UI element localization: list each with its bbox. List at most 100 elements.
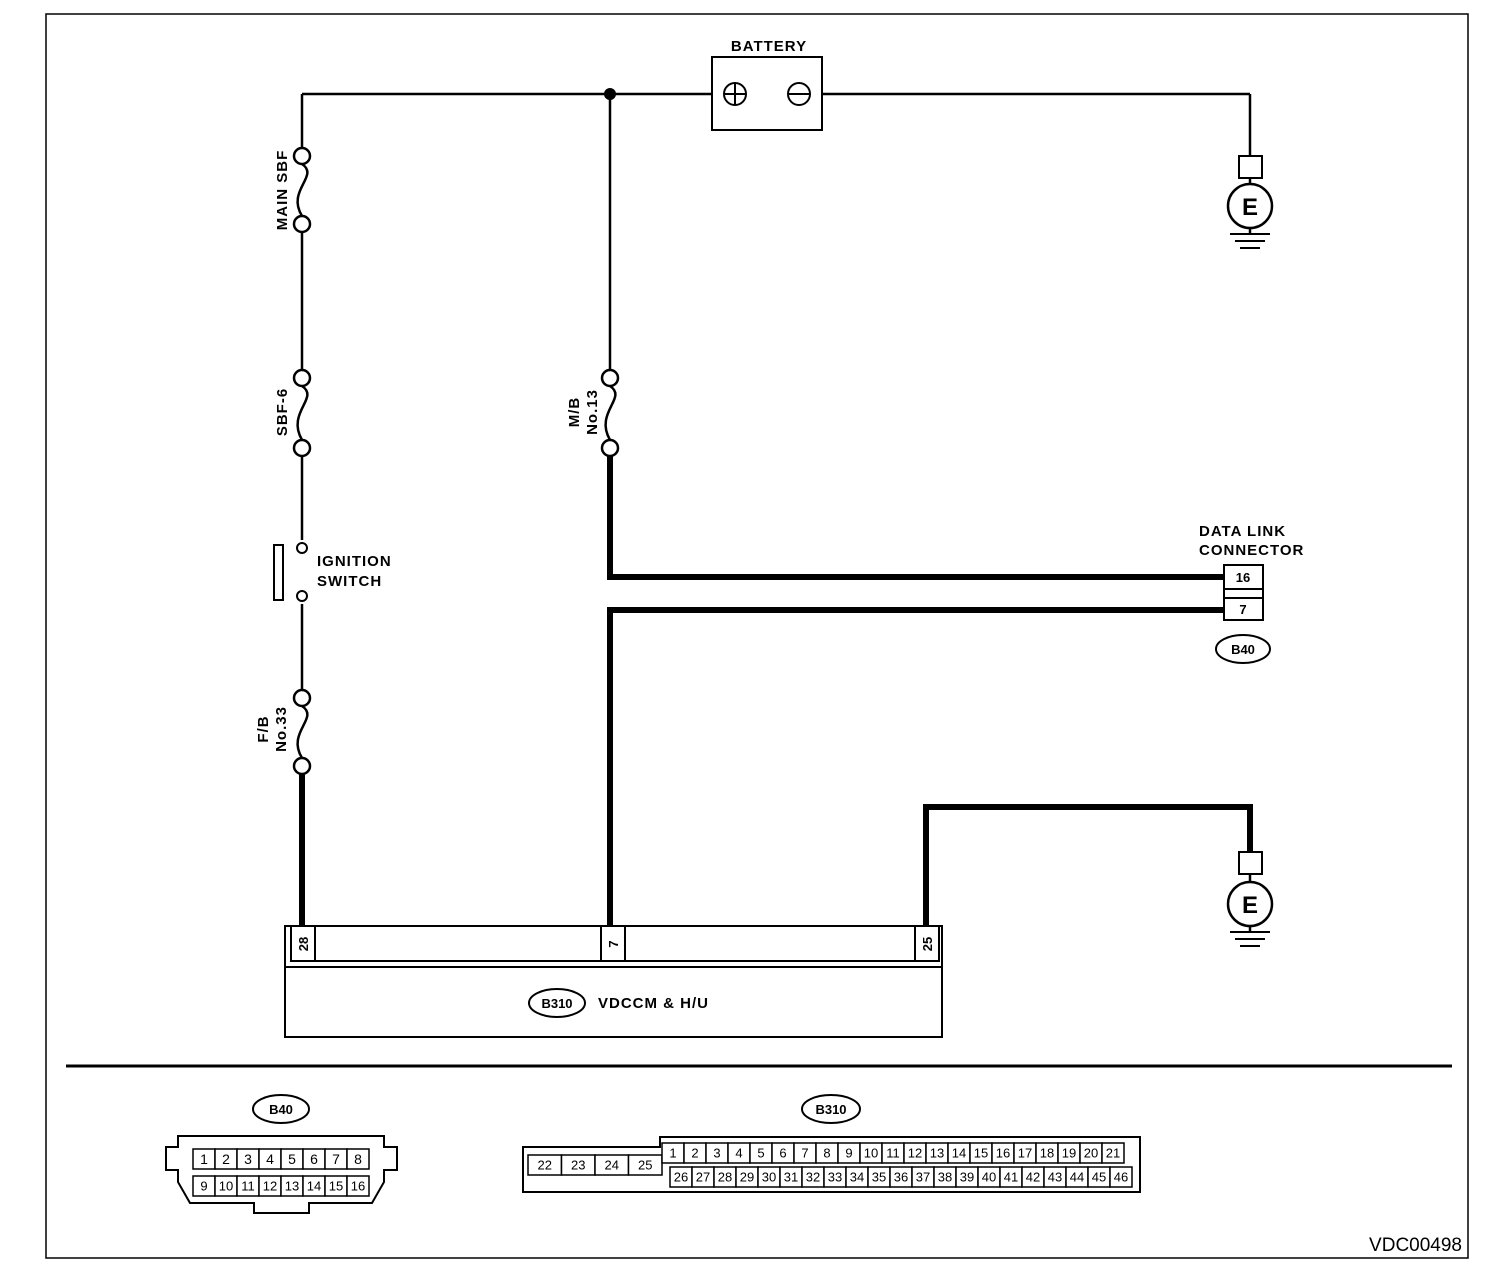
connector-pin-number: 44 <box>1070 1170 1084 1185</box>
connector-pin-number: 38 <box>938 1170 952 1185</box>
connector-pin-number: 5 <box>757 1146 764 1161</box>
connector-pin-cell: 1 <box>192 1148 216 1170</box>
connector-pin-cell: 5 <box>749 1142 773 1164</box>
connector-pin-number: 28 <box>718 1170 732 1185</box>
connector-pin-number: 10 <box>219 1179 233 1194</box>
connector-pin-cell: 7 <box>793 1142 817 1164</box>
connector-pin-cell: 22 <box>527 1154 563 1176</box>
connector-pin-number: 6 <box>779 1146 786 1161</box>
connector-pin-cell: 3 <box>236 1148 260 1170</box>
connector-pin-number: 15 <box>329 1179 343 1194</box>
connector-pin-cell: 37 <box>911 1166 935 1188</box>
connector-pin-number: 12 <box>908 1146 922 1161</box>
connector-pin-number: 20 <box>1084 1146 1098 1161</box>
connector-pin-number: 30 <box>762 1170 776 1185</box>
connector-pin-cell: 33 <box>823 1166 847 1188</box>
b310-face-code: B310 <box>815 1102 846 1117</box>
connector-pin-number: 21 <box>1106 1146 1120 1161</box>
module-pin-25: 25 <box>920 937 935 951</box>
connector-pin-number: 14 <box>307 1179 321 1194</box>
connector-pin-cell: 2 <box>214 1148 238 1170</box>
b40-face-code: B40 <box>269 1102 293 1117</box>
connector-pin-number: 7 <box>332 1151 340 1167</box>
connector-pin-number: 26 <box>674 1170 688 1185</box>
connector-pin-number: 8 <box>354 1151 362 1167</box>
connector-pin-number: 3 <box>713 1146 720 1161</box>
connector-pin-cell: 46 <box>1109 1166 1133 1188</box>
module-name: VDCCM & H/U <box>598 995 709 1012</box>
ground-top-icon: E <box>1226 155 1274 249</box>
connector-pin-number: 13 <box>285 1179 299 1194</box>
connector-pin-cell: 42 <box>1021 1166 1045 1188</box>
connector-pin-cell: 12 <box>258 1175 282 1197</box>
connector-pin-number: 5 <box>288 1151 296 1167</box>
connector-pin-cell: 25 <box>627 1154 663 1176</box>
connector-pin-cell: 8 <box>346 1148 370 1170</box>
connector-pin-cell: 5 <box>280 1148 304 1170</box>
connector-pin-cell: 40 <box>977 1166 1001 1188</box>
connector-pin-number: 11 <box>241 1179 255 1194</box>
connector-pin-cell: 32 <box>801 1166 825 1188</box>
connector-pin-cell: 23 <box>560 1154 596 1176</box>
connector-pin-cell: 44 <box>1065 1166 1089 1188</box>
connector-pin-cell: 26 <box>669 1166 693 1188</box>
main-sbf-label: MAIN SBF <box>274 150 291 231</box>
connector-pin-number: 2 <box>691 1146 698 1161</box>
connector-pin-number: 12 <box>263 1179 277 1194</box>
sbf6-label: SBF-6 <box>274 388 291 436</box>
connector-pin-number: 33 <box>828 1170 842 1185</box>
connector-pin-number: 9 <box>200 1179 207 1194</box>
connector-pin-number: 9 <box>845 1146 852 1161</box>
connector-pin-number: 19 <box>1062 1146 1076 1161</box>
connector-pin-cell: 41 <box>999 1166 1023 1188</box>
connector-pin-cell: 39 <box>955 1166 979 1188</box>
connector-pin-cell: 9 <box>837 1142 861 1164</box>
connector-pin-number: 46 <box>1114 1170 1128 1185</box>
connector-pin-number: 45 <box>1092 1170 1106 1185</box>
connector-pin-cell: 13 <box>280 1175 304 1197</box>
connector-pin-cell: 43 <box>1043 1166 1067 1188</box>
connector-pin-number: 15 <box>974 1146 988 1161</box>
connector-pin-number: 1 <box>669 1146 676 1161</box>
connector-pin-cell: 7 <box>324 1148 348 1170</box>
connector-pin-number: 17 <box>1018 1146 1032 1161</box>
connector-pin-cell: 6 <box>771 1142 795 1164</box>
data-link-connector: DATA LINK CONNECTOR 16 7 B40 <box>1199 523 1303 664</box>
connector-pin-number: 4 <box>266 1151 274 1167</box>
connector-pin-cell: 4 <box>727 1142 751 1164</box>
connector-pin-cell: 14 <box>302 1175 326 1197</box>
connector-pin-number: 31 <box>784 1170 798 1185</box>
splice-point <box>604 88 616 100</box>
connector-pin-number: 14 <box>952 1146 966 1161</box>
ignition-label-line1: IGNITION <box>317 553 392 570</box>
connector-pin-number: 42 <box>1026 1170 1040 1185</box>
connector-pin-number: 29 <box>740 1170 754 1185</box>
module-pin-7: 7 <box>606 940 621 947</box>
connector-pin-number: 35 <box>872 1170 886 1185</box>
ground-bottom-icon: E <box>1226 851 1274 947</box>
connector-pin-cell: 45 <box>1087 1166 1111 1188</box>
module-pin-28: 28 <box>296 937 311 951</box>
connector-pin-number: 3 <box>244 1151 252 1167</box>
connector-pin-cell: 35 <box>867 1166 891 1188</box>
connector-pin-number: 1 <box>200 1151 208 1167</box>
dlc-pin-16: 16 <box>1236 570 1250 585</box>
connector-pin-cell: 10 <box>214 1175 238 1197</box>
connector-pin-number: 8 <box>823 1146 830 1161</box>
connector-pin-cell: 24 <box>594 1154 630 1176</box>
connector-pin-number: 32 <box>806 1170 820 1185</box>
connector-pin-number: 16 <box>996 1146 1010 1161</box>
sbf6-fuse-icon <box>292 368 312 458</box>
connector-pin-cell: 19 <box>1057 1142 1081 1164</box>
vdccm-module: 28 7 25 B310 VDCCM & H/U <box>284 925 943 1038</box>
connector-pin-number: 6 <box>310 1151 318 1167</box>
diagram-frame <box>45 13 1469 1259</box>
connector-pin-cell: 4 <box>258 1148 282 1170</box>
connector-pin-cell: 17 <box>1013 1142 1037 1164</box>
battery-label: BATTERY <box>731 38 807 55</box>
mb13-label-line1: M/B <box>566 397 583 428</box>
connector-pin-number: 41 <box>1004 1170 1018 1185</box>
